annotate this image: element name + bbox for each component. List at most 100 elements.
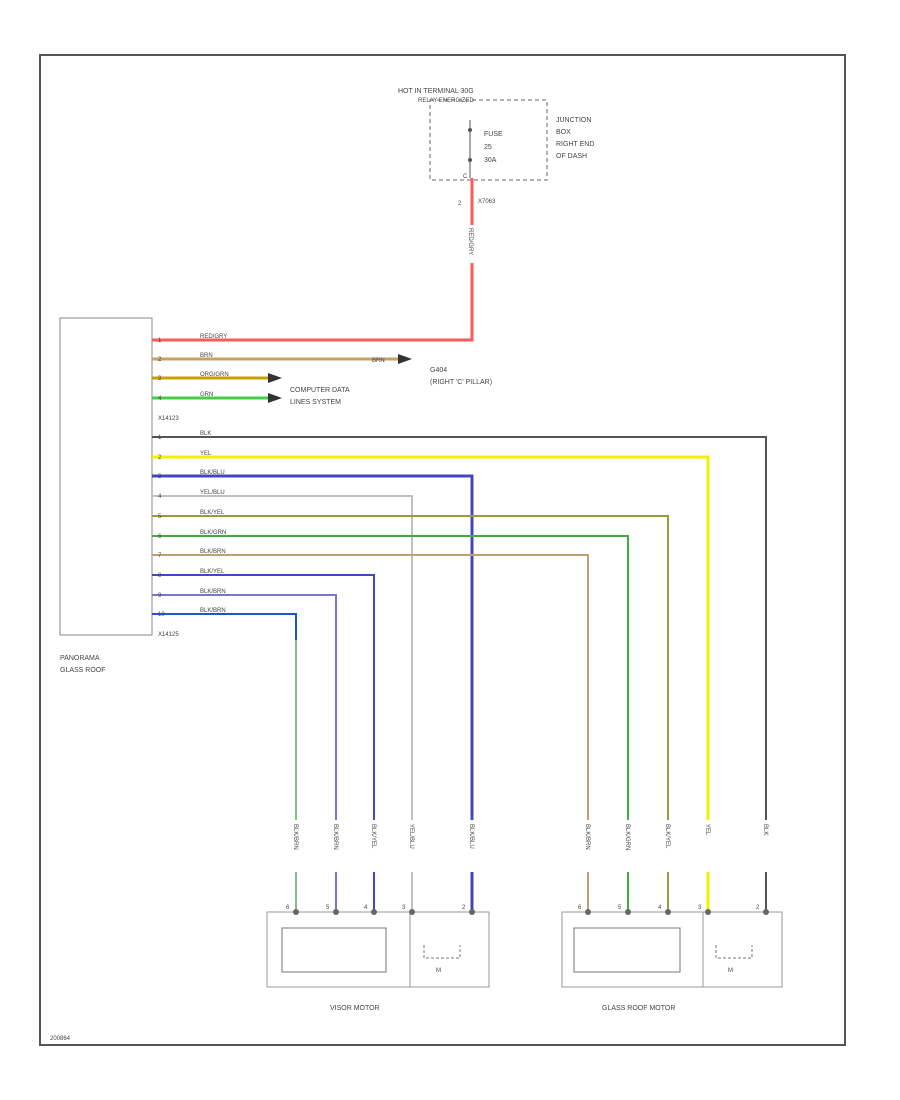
fuse-wire-color: RED/GRY xyxy=(467,228,473,255)
wire-label: BLK xyxy=(762,824,768,835)
module-pin: 8 xyxy=(158,573,162,579)
visor-motor-switch-box xyxy=(409,911,490,988)
wire-label: ORG/GRN xyxy=(200,372,229,378)
module-pin: 4 xyxy=(158,494,162,500)
motor-pin-number: 2 xyxy=(756,905,760,911)
diagram-id: 200864 xyxy=(50,1036,71,1042)
glass-motor-body xyxy=(573,927,681,973)
module-pin: 3 xyxy=(158,376,162,382)
fuse-end-pin: 2 xyxy=(458,201,462,207)
glass-motor-box xyxy=(561,911,783,988)
module-pin: 6 xyxy=(158,534,162,540)
module-name-line1: PANORAMA xyxy=(60,655,100,662)
wire-break xyxy=(466,225,478,263)
wire-break xyxy=(622,820,634,872)
motor-pin-number: 4 xyxy=(658,905,662,911)
wire-blk-yel-b xyxy=(152,574,375,910)
wire-label: BLK/YEL xyxy=(664,824,670,849)
wire-label: BRN xyxy=(200,353,213,359)
module-name-line2: GLASS ROOF xyxy=(60,667,106,674)
module-pin: 2 xyxy=(158,455,162,461)
visor-motor-name: VISOR MOTOR xyxy=(330,1005,380,1012)
visor-motor-body xyxy=(281,927,387,973)
module-pin: 2 xyxy=(158,357,162,363)
wire-label: YEL/BLU xyxy=(408,824,414,849)
motor-pin xyxy=(763,909,769,915)
can-bus-line2: LINES SYSTEM xyxy=(290,399,341,406)
diagram-frame xyxy=(39,54,846,1046)
motor-pin xyxy=(585,909,591,915)
wire-label: BLK/YEL xyxy=(200,569,225,575)
wire-break xyxy=(702,820,714,872)
motor-pin-number: 3 xyxy=(402,905,406,911)
glass-motor-m: M xyxy=(728,968,733,974)
motor-pin-number: 5 xyxy=(618,905,622,911)
wire-break xyxy=(582,820,594,872)
wire-label: BLK/BRN xyxy=(200,608,226,614)
wire-label: BLK/BRN xyxy=(200,549,226,555)
wire-blk-brn-c xyxy=(152,613,297,910)
wire-label: BLK/BRN xyxy=(584,824,590,850)
wire-blk xyxy=(152,436,767,910)
junction-box-line4: OF DASH xyxy=(556,153,587,160)
motor-pin xyxy=(371,909,377,915)
can-arrow-2 xyxy=(268,393,282,403)
module-pin: 7 xyxy=(158,553,162,559)
wire-break xyxy=(290,820,302,872)
junction-box-line1: JUNCTION xyxy=(556,117,591,124)
wire-label: RED/GRY xyxy=(200,334,227,340)
wire-label: BLK/BRN xyxy=(200,589,226,595)
visor-motor-box xyxy=(266,911,490,988)
motor-pin-number: 6 xyxy=(578,905,582,911)
motor-pin-number: 5 xyxy=(326,905,330,911)
motor-pin xyxy=(665,909,671,915)
wire-label: BLK/YEL xyxy=(370,824,376,849)
wire-yel-blu xyxy=(152,495,413,910)
visor-motor-m: M xyxy=(436,968,441,974)
wire-label: YEL/BLU xyxy=(200,490,225,496)
wire-blk-brn-b xyxy=(152,594,337,910)
wire-label: YEL xyxy=(704,824,710,836)
motor-pin-number: 6 xyxy=(286,905,290,911)
hot-label-line1: HOT IN TERMINAL 30G xyxy=(398,88,474,95)
wire-label: BLK/BLU xyxy=(468,824,474,849)
module-pin: 9 xyxy=(158,593,162,599)
wire-label: GRN xyxy=(200,392,213,398)
motor-pin-number: 4 xyxy=(364,905,368,911)
wire-break xyxy=(368,820,380,872)
motor-pin xyxy=(625,909,631,915)
ground-name: G404 xyxy=(430,367,447,374)
wire-label: BLK/BLU xyxy=(200,470,225,476)
glass-motor-name: GLASS ROOF MOTOR xyxy=(602,1005,675,1012)
fuse-line2: 25 xyxy=(484,144,492,151)
wire-label: BLK/GRN xyxy=(200,530,226,536)
wire-label: BLK/BRN xyxy=(332,824,338,850)
wire-blk-brn-a xyxy=(152,554,589,910)
motor-pin-number: 3 xyxy=(698,905,702,911)
ground-location: (RIGHT 'C' PILLAR) xyxy=(430,379,492,386)
fuse-line1: FUSE xyxy=(484,131,503,138)
wire-break xyxy=(466,820,478,872)
module-connector-top: X14123 xyxy=(158,416,179,422)
wire-break xyxy=(662,820,674,872)
glass-motor-switch-box xyxy=(702,911,783,988)
can-bus-line1: COMPUTER DATA xyxy=(290,387,350,394)
fuse-terminal-bottom xyxy=(468,158,472,162)
module-pin: 3 xyxy=(158,474,162,480)
fuse-top-pin: C xyxy=(463,174,468,180)
motor-pin xyxy=(705,909,711,915)
fuse-line3: 30A xyxy=(484,157,497,164)
wire-blk-yel-a xyxy=(152,515,669,910)
wire-break xyxy=(330,820,342,872)
visor-switch xyxy=(423,945,461,959)
fuse-terminal-top xyxy=(468,128,472,132)
can-arrow-1 xyxy=(268,373,282,383)
wire-break xyxy=(406,820,418,872)
wire-break xyxy=(760,820,772,872)
wire-blk-blu xyxy=(152,474,474,910)
wire-red-gry xyxy=(152,210,474,342)
motor-pin-number: 2 xyxy=(462,905,466,911)
wire-blk-grn xyxy=(152,535,629,910)
ground-wire-label: BRN xyxy=(372,358,385,364)
